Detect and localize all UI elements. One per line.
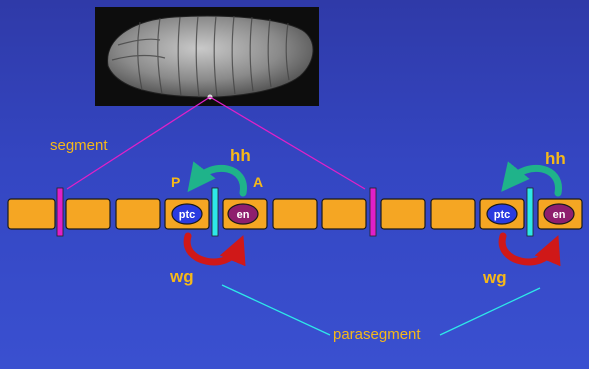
cell (322, 199, 366, 229)
parasegment-line-left (222, 285, 330, 335)
wg-arrow (502, 236, 553, 262)
wg-label: wg (482, 268, 507, 287)
parasegment-label: parasegment (333, 326, 421, 343)
segment-boundary (370, 188, 376, 236)
wg-label: wg (169, 267, 194, 286)
embryo-photo (95, 7, 319, 106)
cell (431, 199, 475, 229)
ptc-label: ptc (179, 209, 196, 221)
zoom-line-right (210, 97, 365, 189)
parasegment-boundary (527, 188, 533, 236)
hh-arrow (196, 168, 243, 193)
hh-label: hh (230, 146, 251, 165)
cell (273, 199, 317, 229)
cell (381, 199, 425, 229)
anterior-label: A (253, 174, 263, 190)
hh-label: hh (545, 149, 566, 168)
cell (116, 199, 160, 229)
cell (66, 199, 110, 229)
ptc-label: ptc (494, 209, 511, 221)
en-label: en (237, 209, 250, 221)
en-label: en (553, 209, 566, 221)
hh-arrow (510, 168, 558, 193)
segment-boundary (57, 188, 63, 236)
wg-arrow (187, 236, 238, 262)
segment-label: segment (50, 137, 108, 154)
parasegment-line-right (440, 288, 540, 335)
cell (8, 199, 55, 229)
posterior-label: P (171, 174, 180, 190)
parasegment-boundary (212, 188, 218, 236)
